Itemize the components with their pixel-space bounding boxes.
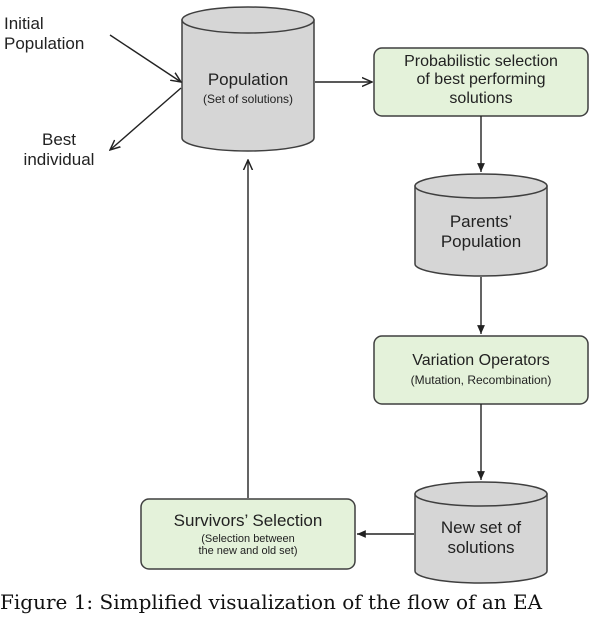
best-individual-label: Best individual	[23, 130, 95, 169]
variation-operators-subtitle: (Mutation, Recombination)	[410, 373, 552, 388]
population-text: Population (Set of solutions)	[182, 70, 314, 106]
variation-operators-text: Variation Operators (Mutation, Recombina…	[374, 352, 588, 388]
initial-population-label: Initial Population	[4, 14, 85, 53]
survivors-selection-subtitle: (Selection between the new and old set)	[198, 532, 298, 558]
best-individual-arrow	[110, 87, 182, 150]
figure-caption: Figure 1: Simplified visualization of th…	[0, 590, 543, 614]
parents-population-label: Parents’ Population	[440, 212, 522, 251]
new-set-label: New set of solutions	[440, 518, 522, 557]
probabilistic-selection-label: Probabilistic selection of best performi…	[404, 53, 558, 107]
population-subtitle: (Set of solutions)	[202, 91, 294, 106]
survivors-selection-text: Survivors’ Selection (Selection between …	[141, 511, 355, 558]
population-title: Population	[207, 70, 289, 89]
population-cylinder	[181, 6, 315, 152]
survivors-selection-title: Survivors’ Selection	[173, 511, 323, 530]
new-set-cylinder	[414, 481, 548, 584]
variation-operators-title: Variation Operators	[412, 352, 550, 369]
survivors-selection-box	[140, 498, 356, 570]
parents-population-cylinder	[414, 173, 548, 277]
initial-population-arrow	[109, 34, 181, 82]
